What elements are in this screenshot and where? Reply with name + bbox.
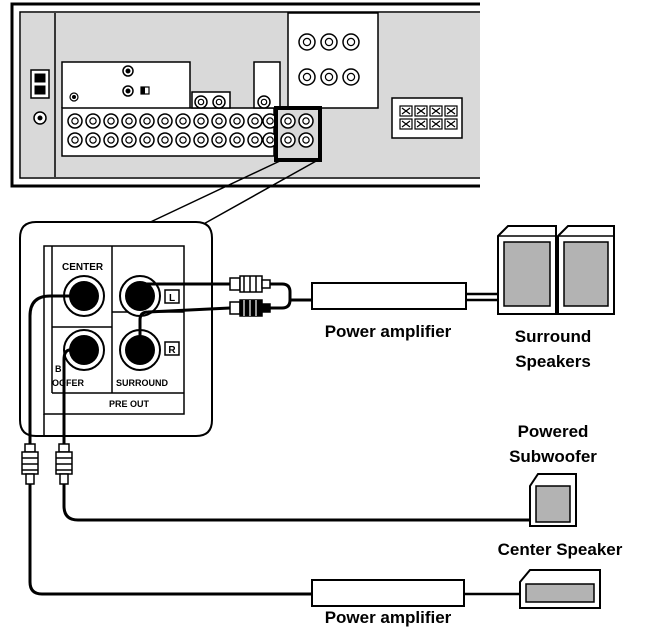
- surround-speakers-label-line1: Surround: [515, 327, 592, 346]
- powered-subwoofer-label-line2: Subwoofer: [509, 447, 597, 466]
- surround-merge-lower: [268, 299, 292, 310]
- receiver-jack-center: [197, 117, 205, 125]
- surround-jack-label: SURROUND: [116, 378, 169, 388]
- center-jack-label: CENTER: [62, 262, 104, 273]
- receiver-jack-center: [125, 117, 133, 125]
- power-amplifier-surround: [311, 282, 467, 310]
- receiver-jack-center: [215, 98, 223, 106]
- receiver-jack-array: [67, 33, 360, 148]
- callout-lines: [141, 159, 319, 227]
- receiver-jack-center: [179, 117, 187, 125]
- receiver-jack-center: [302, 117, 310, 125]
- receiver-jack-center: [71, 136, 79, 144]
- powered-subwoofer: [529, 473, 577, 527]
- surround-speaker-left: [497, 225, 557, 315]
- receiver-jack-center: [260, 98, 268, 106]
- receiver-rear-panel: [10, 2, 480, 188]
- speaker-terminal-screw: [416, 107, 426, 115]
- receiver-jack-center: [143, 136, 151, 144]
- surround-speaker-right: [557, 225, 615, 315]
- pre-out-label: PRE OUT: [109, 399, 150, 409]
- receiver-jack-center: [324, 72, 334, 82]
- subwoofer-jack-label-line1: B: [55, 364, 62, 374]
- right-marker: R: [168, 345, 176, 356]
- speaker-terminal-screw: [416, 120, 426, 128]
- power-amplifier-center: [311, 579, 465, 607]
- surround-right-cable: [138, 306, 231, 352]
- receiver-jack-center: [302, 136, 310, 144]
- rca-plug-surround-right: [229, 299, 271, 317]
- center-cable-upper: [28, 294, 84, 450]
- receiver-jack-center: [251, 117, 259, 125]
- speaker-terminal-screw: [431, 107, 441, 115]
- pre-out-inset: [19, 221, 213, 437]
- receiver-jack-center: [161, 136, 169, 144]
- rca-plug-surround-left: [229, 275, 271, 293]
- pre-out-highlight: [274, 106, 322, 162]
- subwoofer-jack-label-line2: OOFER: [52, 378, 85, 388]
- receiver-jack-center: [197, 98, 205, 106]
- receiver-jack-center: [251, 136, 259, 144]
- receiver-jack-center: [284, 136, 292, 144]
- surround-left-jack: [119, 275, 161, 317]
- receiver-jack-center: [107, 136, 115, 144]
- receiver-jack-center: [107, 117, 115, 125]
- speaker-terminal-screw: [446, 120, 456, 128]
- rca-plug-subwoofer: [55, 443, 73, 485]
- receiver-jack-center: [266, 117, 274, 125]
- receiver-jack-center: [266, 136, 274, 144]
- receiver-jack-center: [233, 117, 241, 125]
- speaker-terminal-screw: [401, 107, 411, 115]
- surround-left-cable: [138, 282, 230, 292]
- center-speaker-label: Center Speaker: [498, 540, 623, 559]
- rca-plug-center: [21, 443, 39, 485]
- powered-subwoofer-label-line1: Powered: [518, 422, 589, 441]
- subwoofer-cable-upper: [62, 348, 84, 450]
- receiver-jack-center: [161, 117, 169, 125]
- power-amplifier-bottom-label: Power amplifier: [325, 608, 452, 627]
- receiver-jack-center: [71, 117, 79, 125]
- center-cable-lower: [28, 484, 312, 596]
- surround-merge-upper: [268, 282, 312, 302]
- receiver-jack-center: [302, 37, 312, 47]
- speaker-terminal-block: [399, 105, 458, 130]
- speaker-terminal-screw: [431, 120, 441, 128]
- subwoofer-cable-lower: [62, 484, 530, 522]
- speaker-terminal-screw: [401, 120, 411, 128]
- receiver-jack-center: [302, 72, 312, 82]
- receiver-jack-center: [125, 136, 133, 144]
- receiver-jack-center: [179, 136, 187, 144]
- center-speaker: [519, 569, 601, 609]
- left-marker: L: [169, 293, 175, 304]
- receiver-jack-center: [89, 136, 97, 144]
- power-amplifier-top-label: Power amplifier: [325, 322, 452, 341]
- receiver-jack-center: [89, 117, 97, 125]
- receiver-jack-center: [143, 117, 151, 125]
- receiver-jack-center: [324, 37, 334, 47]
- receiver-jack-center: [346, 37, 356, 47]
- receiver-jack-center: [215, 117, 223, 125]
- surround-speakers-label-line2: Speakers: [515, 352, 591, 371]
- receiver-jack-center: [215, 136, 223, 144]
- left-marker-box: [164, 289, 180, 304]
- receiver-jack-center: [284, 117, 292, 125]
- speaker-terminal-screw: [446, 107, 456, 115]
- right-marker-box: [164, 341, 180, 356]
- receiver-jack-center: [346, 72, 356, 82]
- receiver-jack-center: [197, 136, 205, 144]
- receiver-jack-center: [233, 136, 241, 144]
